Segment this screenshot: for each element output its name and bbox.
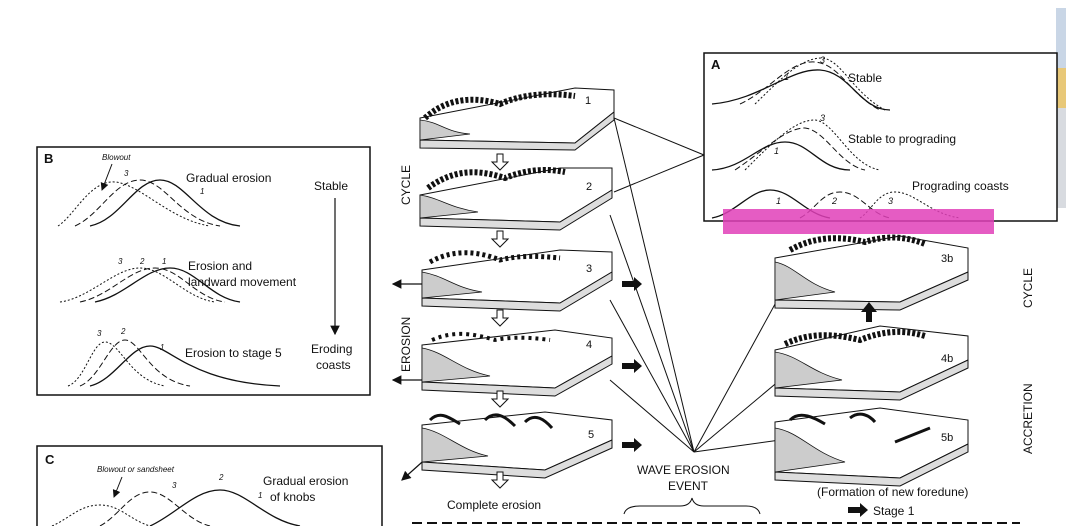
panel-b-row3-num-2: 2 [120,327,126,336]
panel-b-row1-label: Gradual erosion [186,171,271,185]
up-arrow-3b [861,302,877,322]
panel-a-letter: A [711,57,721,72]
block-2-label: 2 [586,181,592,193]
panel-c-num-3: 3 [172,481,177,490]
panel-a-row1-num-3: 3 [820,55,825,65]
panel-a-row3-num-3: 3 [888,196,893,206]
down-arrows [490,153,510,489]
landscape-block-3: 3 [421,249,613,312]
panel-b: B Blowout 3 1 Gradual erosion Stable 3 2… [36,146,371,396]
panel-c-num-2: 2 [218,473,224,482]
block-4b-label: 4b [941,353,953,365]
panel-c-num-1: 1 [258,491,262,500]
panel-b-blowout-label: Blowout [102,153,131,162]
panel-b-row3-label: Erosion to stage 5 [185,346,282,360]
stage-label: Stage 1 [873,504,915,518]
panel-c-label-line1: Gradual erosion [263,474,348,488]
landscape-block-5: 5 [421,411,613,479]
panel-b-row1-num-3: 3 [124,169,129,178]
panel-a: A 3 1 Stable 3 1 Stable to prograding Pr… [703,52,1058,222]
panel-b-row3-num-3: 3 [97,329,102,338]
block-3-label: 3 [586,263,592,275]
panel-b-row2-num-1: 1 [162,257,166,266]
block-3b-label: 3b [941,253,953,265]
block-4-label: 4 [586,339,592,351]
right-cycle-label: CYCLE [1021,268,1035,308]
panel-a-row2-num-1: 1 [774,146,779,156]
panel-c-letter: C [45,452,55,467]
right-column: 3b 4b 5b CYCLE ACCRETION (Formation of n… [774,234,1035,518]
panel-c-blowout-label: Blowout or sandsheet [97,465,175,474]
highlight-bar [723,209,994,234]
panel-c: C Blowout or sandsheet 3 2 1 Gradual ero… [36,445,383,526]
panel-c-label-line2: of knobs [270,490,315,504]
panel-b-letter: B [44,151,53,166]
panel-a-row1-label: Stable [848,71,882,85]
landscape-block-3b: 3b [774,234,969,311]
block-5-label: 5 [588,429,594,441]
formation-label: (Formation of new foredune) [817,485,968,499]
landscape-block-5b: 5b [774,407,969,487]
complete-erosion-label: Complete erosion [447,498,541,512]
block-1-label: 1 [585,95,591,107]
panel-b-row2-num-2: 2 [139,257,145,266]
landscape-block-2: 2 [419,167,613,231]
landscape-block-4: 4 [421,329,613,397]
right-accretion-label: ACCRETION [1021,383,1035,454]
panel-b-eroding-label-line2: coasts [316,358,351,372]
landscape-block-1: 1 [419,87,615,151]
panel-b-row2-label-line2: landward movement [188,275,297,289]
wave-label-line1: WAVE EROSION [637,463,730,477]
bold-arrows [622,277,642,452]
block-5b-label: 5b [941,432,953,444]
connector-lines [609,117,781,453]
panel-b-eroding-label-line1: Eroding [311,342,352,356]
panel-b-row2-num-3: 3 [118,257,123,266]
panel-b-row3-num-1: 1 [160,343,164,352]
landscape-block-4b: 4b [774,325,969,401]
center-column: CYCLE EROSION 1 2 3 [399,87,615,512]
panel-b-stable-label: Stable [314,179,348,193]
wave-erosion-event: WAVE EROSION EVENT [623,463,761,515]
panel-a-row3-num-1: 1 [776,196,781,206]
panel-a-row2-label: Stable to prograding [848,132,956,146]
center-erosion-label: EROSION [399,317,413,372]
panel-a-row3-label: Prograding coasts [912,179,1009,193]
center-cycle-label: CYCLE [399,165,413,205]
edge-photo-strip [1056,0,1066,208]
panel-a-row2-num-3: 3 [820,113,825,123]
panel-a-row1-num-1: 1 [784,72,789,82]
panel-b-row1-num-1: 1 [200,187,204,196]
wave-label-line2: EVENT [668,479,709,493]
stage-arrow [848,503,868,517]
panel-a-row3-num-2: 2 [831,196,837,206]
panel-b-row2-label-line1: Erosion and [188,259,252,273]
